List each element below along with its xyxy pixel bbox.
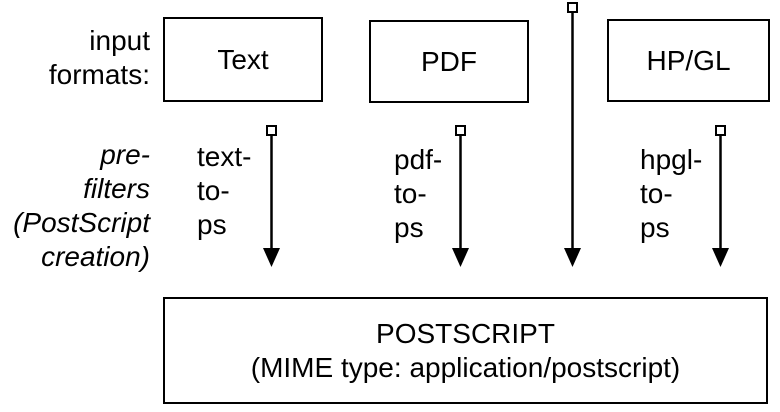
filter-pdf-line-1: pdf- [394,144,443,175]
arrow-hpgl-head [712,248,729,267]
input-formats-line-1: input [89,25,150,56]
postscript-mime-type: (MIME type: application/postscript) [250,351,681,383]
postscript-output-box: POSTSCRIPT (MIME type: application/posts… [163,297,768,404]
arrow-hpgl-start-marker [715,125,726,136]
arrow-direct-postscript [564,2,581,267]
input-box-hpgl: HP/GL [607,19,770,102]
input-formats-label: input formats: [0,24,150,92]
input-formats-line-2: formats: [48,59,150,90]
prefilters-line-4: creation) [41,241,150,272]
arrow-pdf-start-marker [455,125,466,136]
postscript-title: POSTSCRIPT [376,317,555,349]
filter-hpgl-line-2: to- [640,178,673,209]
arrow-text-head [263,248,280,267]
arrow-direct-head [564,248,581,267]
filter-hpgl-to-ps: hpgl- to- ps [640,143,702,245]
filter-text-to-ps: text- to- ps [197,140,251,242]
filter-pdf-to-ps: pdf- to- ps [394,143,442,245]
arrow-text-to-ps [263,125,280,267]
arrow-text-start-marker [266,125,277,136]
prefilters-line-1: pre- [100,139,150,170]
arrow-pdf-head [452,248,469,267]
prefilters-line-3: (PostScript [13,207,150,238]
filter-pdf-line-2: to- [394,178,427,209]
filter-pdf-line-3: ps [394,212,424,243]
input-box-hpgl-label: HP/GL [646,44,731,76]
filter-hpgl-line-1: hpgl- [640,144,703,175]
input-box-text-label: Text [217,43,269,75]
input-box-pdf-label: PDF [421,45,477,77]
prefilters-line-2: filters [83,173,150,204]
input-box-text: Text [163,17,323,102]
filter-hpgl-line-3: ps [640,212,670,243]
filter-text-line-3: ps [197,209,227,240]
arrow-pdf-to-ps [452,125,469,267]
filter-text-line-1: text- [197,141,252,172]
filter-text-line-2: to- [197,175,230,206]
prefilters-label: pre- filters (PostScript creation) [0,138,150,274]
arrow-hpgl-to-ps [712,125,729,267]
input-box-pdf: PDF [369,20,529,103]
arrow-direct-start-marker [567,2,578,13]
